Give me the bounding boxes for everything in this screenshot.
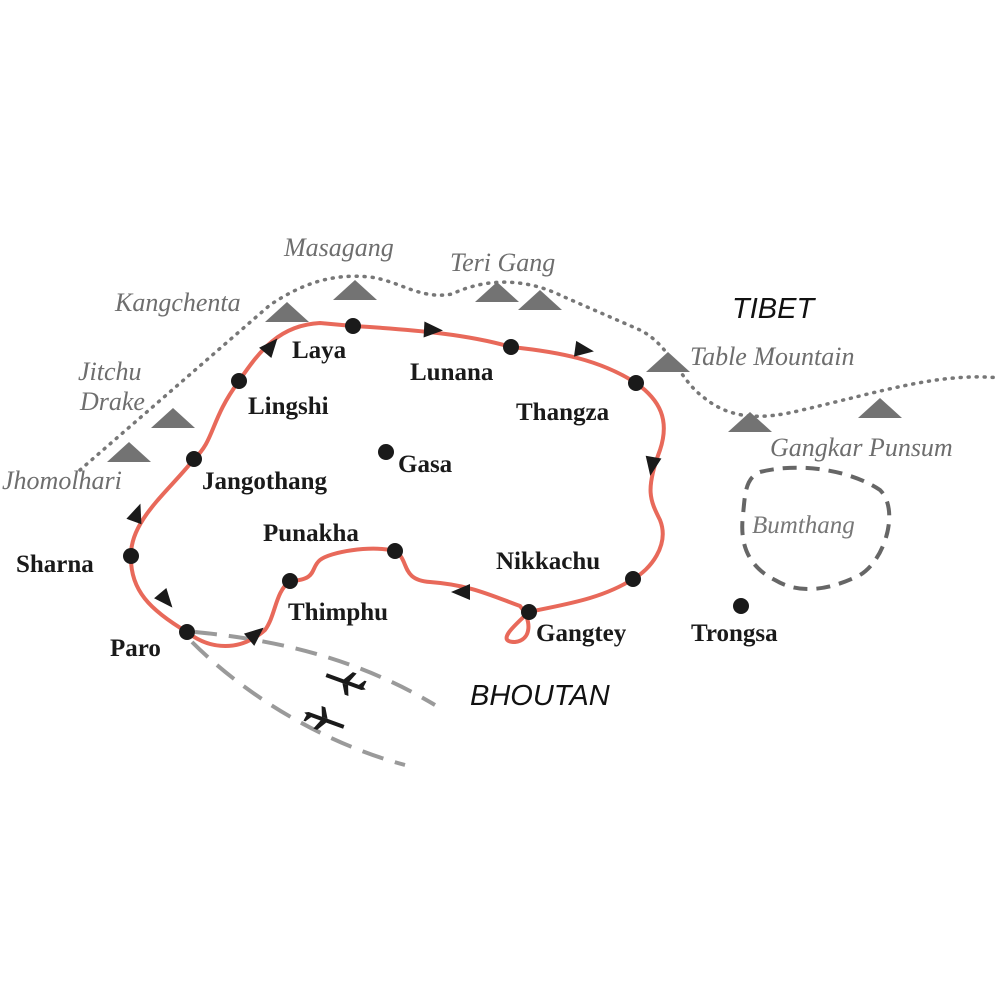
place-label: Lunana [410,359,494,386]
place-dot [378,444,394,460]
bumthang-boundary [740,465,892,592]
place-dot [186,451,202,467]
place-dot [628,375,644,391]
region-label: Bumthang [752,512,855,539]
mountain-icon [265,302,309,322]
direction-arrow-icon [645,455,662,476]
place-label: Thimphu [288,599,388,626]
peak-label: Jitchu [78,357,142,386]
airplane-icon [303,705,345,730]
mountain-icon [333,280,377,300]
country-label-tibet: TIBET [732,293,816,325]
peak-label: Table Mountain [690,342,854,371]
direction-arrow-icon [451,584,470,600]
mountain-icon [858,398,902,418]
place-label: Paro [110,635,161,662]
place-label: Nikkachu [496,548,600,575]
peak-label: Jhomolhari [2,466,122,495]
mountain-icon [475,282,519,302]
flight-path-2 [190,640,406,767]
direction-arrow-icon [243,627,264,646]
place-label: Laya [292,337,347,364]
peak-label: Masagang [283,233,394,262]
direction-arrow-icon [423,321,443,338]
peak-label: Kangchenta [114,288,241,317]
place-label: Trongsa [691,620,778,647]
place-label: Punakha [263,520,359,547]
peak-label: Teri Gang [450,248,555,277]
mountain-icon [518,290,562,310]
place-label: Gangtey [536,620,627,647]
direction-arrow-icon [573,340,594,357]
place-label: Lingshi [248,393,329,420]
place-label: Jangothang [202,468,328,495]
peak-label: Gangkar Punsum [770,433,953,462]
tibet-border [78,274,1000,472]
direction-arrow-icon [154,587,173,608]
place-dot [179,624,195,640]
place-dot [231,373,247,389]
mountain-icon [728,412,772,432]
place-dot [625,571,641,587]
place-dot [503,339,519,355]
mountain-icon [151,408,195,428]
place-dot [521,604,537,620]
place-dot [387,543,403,559]
trek-route [128,320,666,648]
place-dot [282,573,298,589]
place-dot [345,318,361,334]
place-label: Sharna [16,551,94,578]
direction-arrow-icon [259,338,278,359]
place-label: Gasa [398,451,453,478]
country-label-bhoutan: BHOUTAN [470,680,610,712]
peak-label: Drake [79,387,145,416]
place-label: Thangza [516,399,610,426]
direction-arrow-icon [126,503,142,525]
place-dot [733,598,749,614]
place-dot [123,548,139,564]
mountain-icon [646,352,690,372]
mountain-icon [107,442,151,462]
flight-path-1 [194,630,437,707]
airplane-icon [325,672,367,697]
